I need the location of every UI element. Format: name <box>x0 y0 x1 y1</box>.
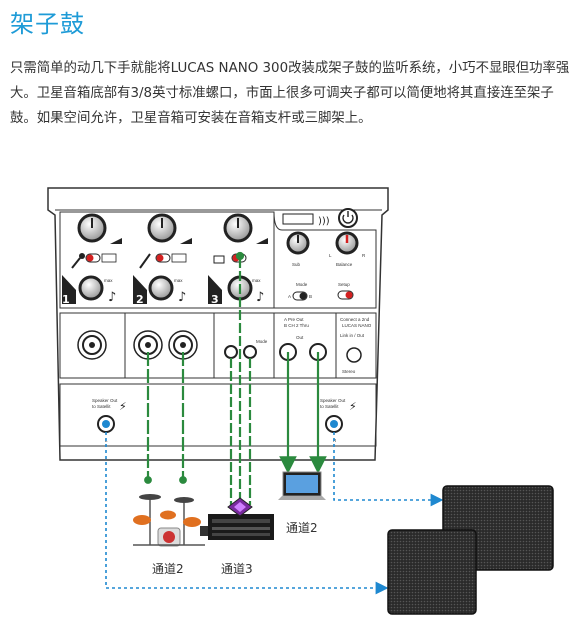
channel-1-label: 1 <box>62 293 70 306</box>
balance-label: Balance <box>336 262 353 267</box>
max-label-ch2: max <box>174 278 183 283</box>
max-label-ch3: max <box>252 278 261 283</box>
mode-label: Mode <box>296 282 308 287</box>
channel-1-controls: max ♪ 1 <box>62 213 122 306</box>
sub-label: Sub <box>292 262 301 267</box>
mic-icon <box>71 257 81 269</box>
power-button[interactable] <box>338 208 358 228</box>
laptop-channel-label: 通道2 <box>286 521 318 535</box>
speaker-out-sub-l: to Satellit <box>92 404 111 409</box>
cable-speaker-r <box>333 432 444 507</box>
satellite-speaker-front <box>387 529 477 615</box>
speaker-out-area <box>59 383 377 447</box>
stereo-label: Stereo <box>342 369 356 374</box>
green-cables <box>144 251 327 505</box>
note-icon: ♪ <box>256 290 264 305</box>
channel-3-controls: max ♪ 3 <box>208 213 268 306</box>
note-icon: ♪ <box>178 290 186 305</box>
pre-out-line-a: A Pre Out <box>284 317 304 322</box>
mixer-panel <box>47 187 389 461</box>
speaker-out-label-l: Speaker Out <box>92 398 118 403</box>
laptop-image <box>278 471 326 500</box>
channel-strip-area <box>59 211 275 309</box>
connect-line-1: Connect a 2nd <box>340 317 370 322</box>
max-label-ch1: max <box>104 278 113 283</box>
balance-l: L <box>329 253 332 258</box>
warning-icon: ⚡ <box>119 400 127 413</box>
balance-r: R <box>362 253 366 258</box>
out-label: Out <box>296 335 304 340</box>
speaker-out-sub-r: to Satellit <box>320 404 339 409</box>
description-paragraph: 只需简单的动几下手就能将LUCAS NANO 300改装成架子鼓的监听系统，小巧… <box>10 61 570 126</box>
link-jack[interactable] <box>346 347 362 363</box>
mode-a: A <box>288 294 291 299</box>
input-connectors: Mode A Pre Out B CH 2 Thru Out Connect a… <box>77 317 372 374</box>
link-in-label: Link in / Out <box>340 333 365 338</box>
volume-knob-ch1[interactable] <box>78 275 104 301</box>
connect-line-2: LUCAS NANO <box>342 323 372 328</box>
input-connector-area <box>59 312 377 379</box>
channel-2-label: 2 <box>136 293 144 306</box>
speaker-r-label: R <box>333 438 337 443</box>
blue-cables <box>105 432 444 595</box>
setup-label: Setup <box>338 282 350 287</box>
page-title: 架子鼓 <box>10 10 85 38</box>
volume-knob-ch2[interactable] <box>148 275 174 301</box>
dj-mixer-image <box>208 497 274 540</box>
svg-text:))): ))) <box>318 216 330 227</box>
speaker-outputs: Speaker Out to Satellit ⚡ L Speaker Out … <box>92 398 357 443</box>
display-window <box>282 213 314 225</box>
pre-out-line-b: B CH 2 Thru <box>284 323 309 328</box>
channel-3-label: 3 <box>211 293 219 306</box>
drum-channel-label: 通道2 <box>152 562 184 576</box>
warning-icon: ⚡ <box>349 400 357 413</box>
mixer-channel-label: 通道3 <box>221 562 253 576</box>
mode-b: B <box>309 294 312 299</box>
cable-speaker-l <box>105 432 389 595</box>
note-icon: ♪ <box>108 290 116 305</box>
drum-kit-image <box>133 494 208 547</box>
guitar-icon <box>139 253 151 269</box>
ch3-mode-label: Mode <box>256 339 268 344</box>
speaker-out-label-r: Speaker Out <box>320 398 346 403</box>
laptop-icon <box>213 255 225 264</box>
rca-input-ch3-l[interactable] <box>224 345 238 359</box>
master-controls: ))) Sub L R Balance Mode A B Setup <box>282 208 366 301</box>
rca-input-ch3-r[interactable] <box>243 345 257 359</box>
channel-2-controls: max ♪ 2 <box>133 213 192 306</box>
